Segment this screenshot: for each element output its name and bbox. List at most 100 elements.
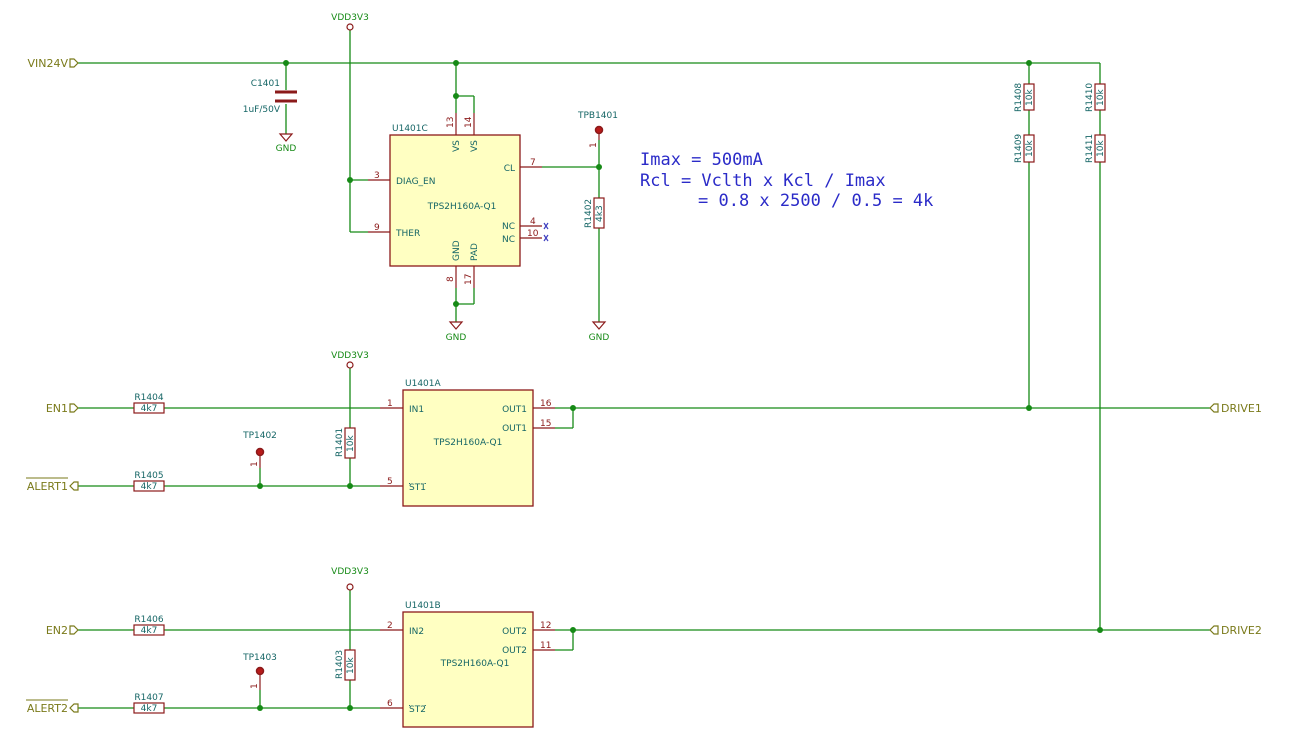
vdd3v3-top[interactable]: VDD3V3 bbox=[331, 13, 369, 31]
u1401c-ref: U1401C bbox=[392, 124, 428, 134]
r1411-ref: R1411 bbox=[1085, 134, 1095, 163]
gnd-cap[interactable]: GND bbox=[276, 133, 297, 154]
resistor-r1410[interactable]: R1410 10k bbox=[1085, 83, 1106, 112]
r1404-ref: R1404 bbox=[134, 393, 163, 403]
no-connect-icon bbox=[543, 222, 549, 242]
u1401b-pin-out2b: OUT2 bbox=[502, 646, 527, 656]
r1410-ref: R1410 bbox=[1085, 83, 1095, 112]
r1409-ref: R1409 bbox=[1014, 134, 1024, 163]
u1401c-pin-cl: CL bbox=[504, 164, 515, 174]
port-drive2-label: DRIVE2 bbox=[1221, 624, 1262, 637]
resistor-r1401[interactable]: R1401 10k bbox=[335, 427, 356, 459]
u1401b-pin6: 6 bbox=[387, 699, 393, 709]
u1401a-pin-out1a: OUT1 bbox=[502, 405, 527, 415]
capacitor-c1401[interactable]: C1401 1uF/50V bbox=[243, 79, 297, 115]
vdd3v3-a-label: VDD3V3 bbox=[331, 351, 369, 361]
note-line3: = 0.8 x 2500 / 0.5 = 4k bbox=[698, 191, 933, 211]
tp1402-ref: TP1402 bbox=[242, 431, 277, 441]
r1403-ref: R1403 bbox=[335, 650, 345, 679]
port-vin24v-label: VIN24V bbox=[27, 57, 68, 70]
u1401c-pin-nc2: NC bbox=[502, 235, 515, 245]
wires bbox=[78, 30, 1210, 709]
port-drive1[interactable]: DRIVE1 bbox=[1209, 402, 1262, 415]
r1409-value: 10k bbox=[1025, 140, 1035, 157]
formula-note: Imax = 500mA Rcl = Vclth x Kcl / Imax = … bbox=[640, 150, 933, 211]
gnd-r-label: GND bbox=[589, 333, 610, 343]
tpb1401-pin: 1 bbox=[589, 142, 599, 148]
u1401b-part: TPS2H160A-Q1 bbox=[440, 659, 510, 669]
testpoint-tp1403[interactable]: TP1403 1 bbox=[242, 653, 277, 690]
u1401a-ref: U1401A bbox=[405, 379, 441, 389]
resistor-r1402[interactable]: R1402 4k3 bbox=[584, 197, 605, 229]
u1401c-pin-ther: THER bbox=[395, 229, 420, 239]
port-alert1[interactable]: ALERT1 bbox=[26, 477, 79, 493]
u1401c-pin-vs1: VS bbox=[452, 140, 462, 152]
gnd-r[interactable]: GND bbox=[589, 321, 610, 343]
resistor-r1409[interactable]: R1409 10k bbox=[1014, 134, 1035, 163]
r1402-ref: R1402 bbox=[584, 199, 594, 228]
u1401a-pin1: 1 bbox=[387, 399, 393, 409]
testpoint-tp1402[interactable]: TP1402 1 bbox=[242, 431, 277, 468]
port-en1-label: EN1 bbox=[46, 402, 68, 415]
u1401a-pin-in: IN1 bbox=[409, 405, 424, 415]
resistor-r1403[interactable]: R1403 10k bbox=[335, 649, 356, 681]
port-en2-label: EN2 bbox=[46, 624, 68, 637]
u1401c-pin17: 17 bbox=[464, 274, 474, 285]
r1411-value: 10k bbox=[1096, 140, 1106, 157]
r1407-ref: R1407 bbox=[134, 693, 163, 703]
ic-u1401a[interactable]: U1401A TPS2H160A-Q1 1 5 16 15 IN1 ST1 OU… bbox=[380, 379, 555, 507]
ic-u1401b[interactable]: U1401B TPS2H160A-Q1 2 6 12 11 IN2 ST2 OU… bbox=[380, 601, 555, 728]
resistor-r1406[interactable]: R1406 4k7 bbox=[133, 615, 165, 636]
u1401a-part: TPS2H160A-Q1 bbox=[433, 438, 503, 448]
resistor-r1405[interactable]: R1405 4k7 bbox=[133, 471, 165, 492]
port-en1[interactable]: EN1 bbox=[46, 402, 79, 415]
port-alert2[interactable]: ALERT2 bbox=[26, 699, 79, 715]
u1401c-pin-nc1: NC bbox=[502, 222, 515, 232]
gnd-u[interactable]: GND bbox=[446, 321, 467, 343]
u1401b-pin12: 12 bbox=[540, 621, 551, 631]
r1408-value: 10k bbox=[1025, 89, 1035, 106]
ic-u1401c[interactable]: U1401C TPS2H160A-Q1 13 14 3 9 7 4 10 8 1… bbox=[368, 113, 549, 288]
junctions bbox=[257, 60, 1103, 711]
gnd-cap-label: GND bbox=[276, 144, 297, 154]
r1405-value: 4k7 bbox=[141, 482, 158, 492]
testpoint-tpb1401[interactable]: TPB1401 1 bbox=[577, 111, 618, 148]
gnd-u-label: GND bbox=[446, 333, 467, 343]
tpb1401-ref: TPB1401 bbox=[577, 111, 618, 121]
u1401a-pin16: 16 bbox=[540, 399, 552, 409]
u1401b-pin2: 2 bbox=[387, 621, 393, 631]
r1402-value: 4k3 bbox=[595, 205, 605, 222]
tp1403-pin: 1 bbox=[250, 683, 260, 689]
u1401c-pin10: 10 bbox=[527, 229, 539, 239]
resistor-r1408[interactable]: R1408 10k bbox=[1014, 83, 1035, 112]
u1401c-pin4: 4 bbox=[530, 217, 536, 227]
r1404-value: 4k7 bbox=[141, 404, 158, 414]
u1401b-pin-in: IN2 bbox=[409, 627, 424, 637]
port-drive1-label: DRIVE1 bbox=[1221, 402, 1262, 415]
port-drive2[interactable]: DRIVE2 bbox=[1209, 624, 1262, 637]
u1401a-pin-out1b: OUT1 bbox=[502, 424, 527, 434]
r1407-value: 4k7 bbox=[141, 704, 158, 714]
u1401c-pin-pad: PAD bbox=[470, 243, 480, 261]
port-alert1-label: ALERT1 bbox=[27, 480, 68, 493]
r1403-value: 10k bbox=[346, 657, 356, 674]
u1401c-part: TPS2H160A-Q1 bbox=[427, 202, 497, 212]
resistor-r1411[interactable]: R1411 10k bbox=[1085, 134, 1106, 163]
u1401c-pin7: 7 bbox=[530, 158, 536, 168]
u1401b-pin11: 11 bbox=[540, 641, 551, 651]
u1401b-pin-st: ST2 bbox=[409, 705, 426, 715]
port-alert2-label: ALERT2 bbox=[27, 702, 68, 715]
u1401c-pin-vs2: VS bbox=[470, 140, 480, 152]
resistor-r1404[interactable]: R1404 4k7 bbox=[133, 393, 165, 414]
u1401a-pin15: 15 bbox=[540, 419, 551, 429]
port-en2[interactable]: EN2 bbox=[46, 624, 79, 637]
vdd3v3-top-label: VDD3V3 bbox=[331, 13, 369, 23]
port-vin24v[interactable]: VIN24V bbox=[27, 57, 79, 70]
u1401b-ref: U1401B bbox=[405, 601, 441, 611]
vdd3v3-a[interactable]: VDD3V3 bbox=[331, 351, 369, 369]
note-line1: Imax = 500mA bbox=[640, 150, 763, 170]
vdd3v3-b[interactable]: VDD3V3 bbox=[331, 567, 369, 591]
u1401a-pin-st: ST1 bbox=[409, 483, 426, 493]
resistor-r1407[interactable]: R1407 4k7 bbox=[133, 693, 165, 714]
